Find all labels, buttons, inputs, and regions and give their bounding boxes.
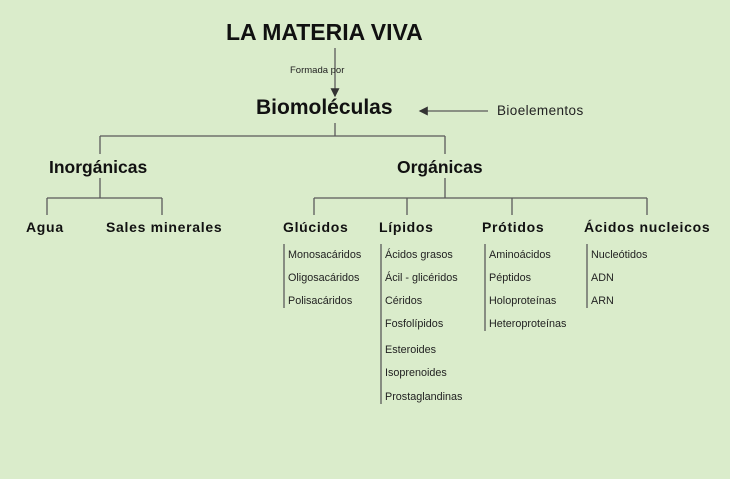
node-glucidos: Glúcidos xyxy=(283,219,349,235)
leaf-item: Ácidos grasos xyxy=(385,249,453,261)
side-node-bioelementos: Bioelementos xyxy=(497,103,584,118)
edge-label-formada-por: Formada por xyxy=(290,65,345,76)
leaf-item: ARN xyxy=(591,295,614,307)
node-acidos-nucleicos: Ácidos nucleicos xyxy=(584,219,711,235)
root-node-biomoleculas: Biomoléculas xyxy=(256,96,393,119)
node-lipidos: Lípidos xyxy=(379,219,434,235)
leaf-item: ADN xyxy=(591,272,614,284)
node-protidos: Prótidos xyxy=(482,219,545,235)
diagram-title: LA MATERIA VIVA xyxy=(226,19,423,45)
leaf-item: Nucleótidos xyxy=(591,249,648,261)
leaf-item: Ácil - glicéridos xyxy=(385,272,458,284)
leaf-item: Aminoácidos xyxy=(489,249,551,261)
leaf-item: Monosacáridos xyxy=(288,249,362,261)
leaf-item: Oligosacáridos xyxy=(288,272,360,284)
leaf-item: Céridos xyxy=(385,295,423,307)
leaf-item: Esteroides xyxy=(385,344,437,356)
node-inorganicas: Inorgánicas xyxy=(49,157,148,177)
leaf-item: Holoproteínas xyxy=(489,295,557,307)
node-agua: Agua xyxy=(26,219,64,235)
leaf-item: Polisacáridos xyxy=(288,295,353,307)
leaf-item: Péptidos xyxy=(489,272,532,284)
leaf-item: Heteroproteínas xyxy=(489,318,567,330)
leaf-item: Isoprenoides xyxy=(385,367,447,379)
node-organicas: Orgánicas xyxy=(397,157,483,177)
leaf-item: Prostaglandinas xyxy=(385,391,463,403)
leaf-item: Fosfolípidos xyxy=(385,318,444,330)
node-sales-minerales: Sales minerales xyxy=(106,219,223,235)
